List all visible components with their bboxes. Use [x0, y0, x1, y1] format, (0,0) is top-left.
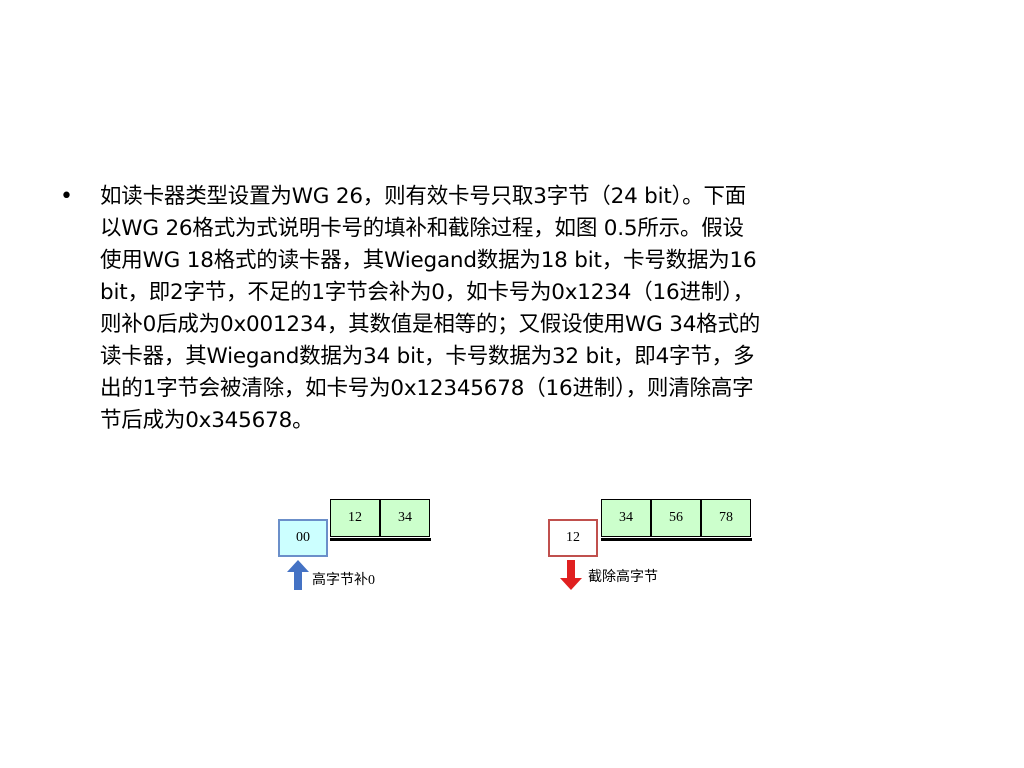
paragraph-line: 节后成为0x345678。: [100, 408, 314, 433]
register-baseline: [330, 538, 431, 541]
body-paragraph: 如读卡器类型设置为WG 26，则有效卡号只取3字节（24 bit）。下面 以WG…: [100, 181, 980, 437]
paragraph-line: 读卡器，其Wiegand数据为34 bit，卡号数据为32 bit，即4字节，多: [100, 344, 755, 369]
down-arrow-icon: [560, 560, 582, 590]
paragraph-line: 则补0后成为0x001234，其数值是相等的；又假设使用WG 34格式的: [100, 312, 761, 337]
byte-box: 34: [380, 499, 430, 537]
up-arrow-icon: [287, 560, 309, 590]
truncation-caption: 截除高字节: [588, 570, 658, 585]
bullet-marker: •: [60, 184, 73, 209]
byte-box: 78: [701, 499, 751, 537]
paragraph-line: 以WG 26格式为式说明卡号的填补和截除过程，如图 0.5所示。假设: [100, 216, 744, 241]
byte-box: 34: [601, 499, 651, 537]
paragraph-line: 如读卡器类型设置为WG 26，则有效卡号只取3字节（24 bit）。下面: [100, 184, 747, 209]
paragraph-line: 出的1字节会被清除，如卡号为0x12345678（16进制），则清除高字: [100, 376, 754, 401]
byte-box: 12: [330, 499, 380, 537]
byte-box: 56: [651, 499, 701, 537]
paragraph-line: bit，即2字节，不足的1字节会补为0，如卡号为0x1234（16进制），: [100, 280, 754, 305]
padding-caption: 高字节补0: [312, 573, 375, 588]
paragraph-line: 使用WG 18格式的读卡器，其Wiegand数据为18 bit，卡号数据为16: [100, 248, 757, 273]
removed-byte-box: 12: [548, 519, 598, 557]
pad-byte-box: 00: [278, 519, 328, 557]
register-baseline: [601, 538, 752, 541]
